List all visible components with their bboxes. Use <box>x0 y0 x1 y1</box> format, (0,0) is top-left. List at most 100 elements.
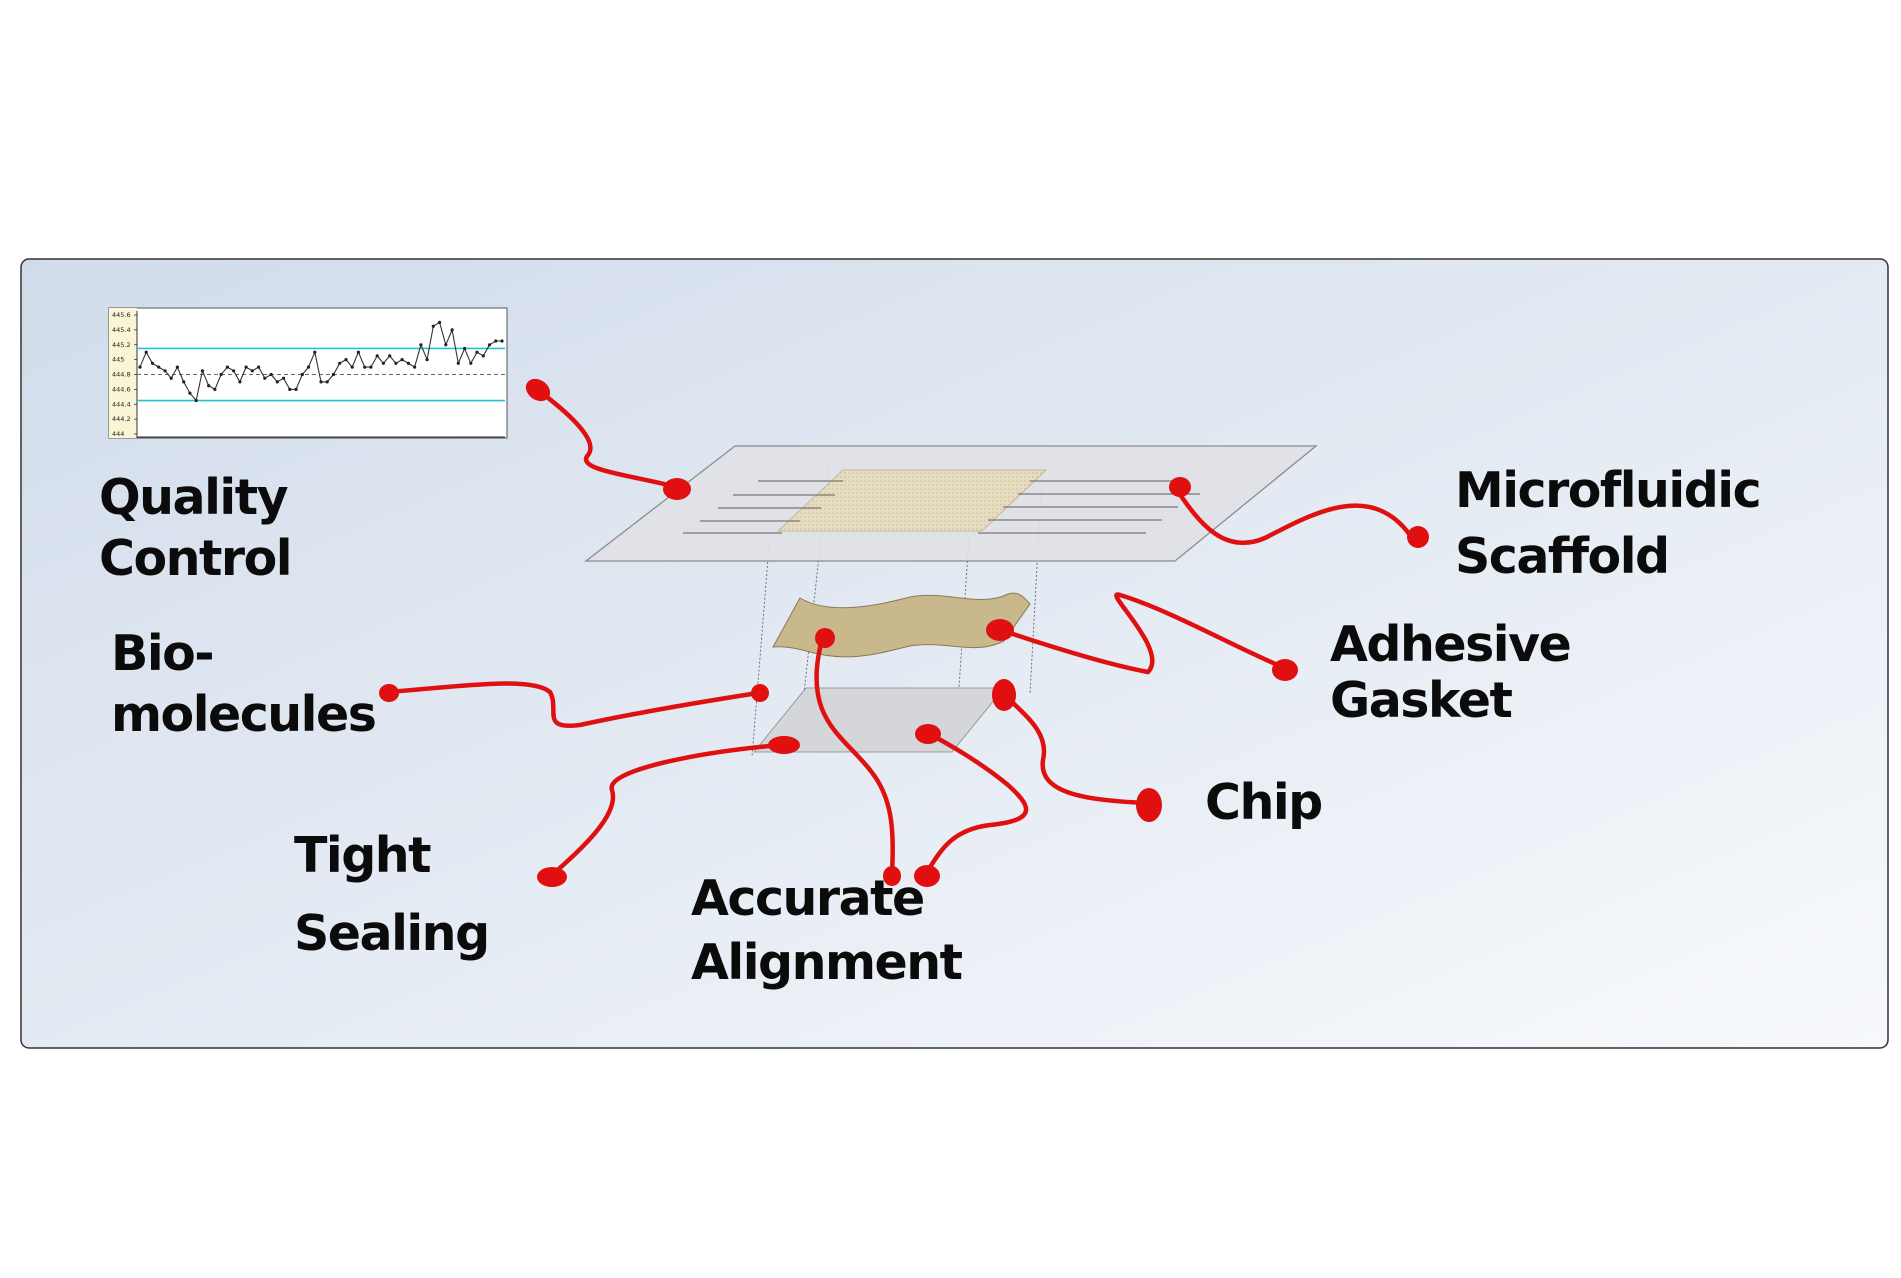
endpoint-dot <box>537 867 567 887</box>
qc-data-point <box>388 354 392 358</box>
qc-data-point <box>182 380 186 384</box>
qc-data-point <box>250 369 254 373</box>
qc-data-point <box>257 365 261 369</box>
qc-data-point <box>138 365 142 369</box>
qc-data-point <box>394 361 398 365</box>
qc-tick-label: 445.2 <box>112 341 131 349</box>
qc-data-point <box>500 339 504 343</box>
qc-data-point <box>275 380 279 384</box>
endpoint-dot <box>525 378 551 402</box>
qc-data-point <box>294 387 298 391</box>
qc-data-point <box>213 387 217 391</box>
qc-data-point <box>400 358 404 362</box>
label-line: Bio- <box>111 625 215 682</box>
endpoint-dot <box>986 619 1014 641</box>
endpoint-dot <box>1169 477 1191 497</box>
qc-data-point <box>381 361 385 365</box>
qc-data-point <box>200 369 204 373</box>
connector-accurate-alignment-gasket <box>814 633 895 878</box>
label-tight-sealing: Tight Sealing <box>294 817 490 973</box>
qc-data-point <box>469 361 473 365</box>
label-line: Tight <box>294 827 432 884</box>
qc-data-point <box>406 361 410 365</box>
endpoint-dot <box>992 679 1016 711</box>
connector-adhesive-gasket <box>992 592 1288 675</box>
qc-data-point <box>319 380 323 384</box>
qc-data-point <box>269 372 273 377</box>
label-line: Adhesive <box>1330 616 1572 673</box>
qc-data-point <box>313 350 317 354</box>
qc-tick-label: 445 <box>112 356 124 364</box>
connector-quality-control <box>532 385 675 489</box>
qc-tick-label: 444.4 <box>112 400 131 408</box>
connectors <box>383 385 1413 878</box>
qc-data-point <box>338 361 342 365</box>
guide-line <box>751 545 770 758</box>
label-line: Accurate <box>691 870 925 927</box>
qc-tick-label: 444.6 <box>112 385 131 393</box>
qc-chart-ticks: 445.6445.4445.2445444.8444.6444.4444.244… <box>112 311 137 438</box>
scaffold-channel-area <box>776 469 1047 532</box>
qc-data-point <box>219 372 223 377</box>
qc-data-point <box>413 365 417 369</box>
qc-data-point <box>232 369 236 373</box>
connector-microfluidic-scaffold <box>1172 484 1413 546</box>
connector-biomolecules <box>383 681 761 729</box>
qc-data-point <box>475 350 479 354</box>
label-adhesive-gasket: Adhesive Gasket <box>1330 616 1572 729</box>
qc-data-point <box>481 354 485 358</box>
qc-data-point <box>438 320 442 324</box>
qc-data-point <box>144 350 148 354</box>
qc-data-point <box>263 376 267 380</box>
qc-data-point <box>207 384 211 388</box>
qc-data-point <box>419 343 423 347</box>
qc-data-point <box>444 343 448 347</box>
label-line: Control <box>99 530 293 587</box>
label-line: Alignment <box>691 934 963 991</box>
connector-chip <box>997 687 1148 806</box>
qc-data-point <box>331 372 336 377</box>
label-biomolecules: Bio- molecules <box>111 623 377 745</box>
connector-tight-sealing <box>549 742 783 878</box>
qc-tick-label: 445.6 <box>112 311 131 319</box>
qc-data-point <box>244 365 248 369</box>
qc-data-point <box>188 391 192 395</box>
qc-data-point <box>163 369 167 373</box>
endpoint-dot <box>914 865 940 887</box>
label-line: molecules <box>111 686 377 743</box>
endpoint-dot <box>379 684 399 702</box>
endpoint-dot <box>751 684 769 702</box>
qc-data-point <box>194 398 198 403</box>
qc-tick-label: 444 <box>112 430 124 438</box>
qc-data-point <box>375 354 379 358</box>
endpoint-dot <box>883 866 901 886</box>
endpoint-dot <box>1136 788 1162 822</box>
qc-data-point <box>325 380 329 384</box>
endpoint-dot <box>663 478 691 500</box>
connector-endpoints <box>379 378 1429 887</box>
qc-tick-label: 445.4 <box>112 326 131 334</box>
endpoint-dot <box>1272 659 1298 681</box>
qc-data-point <box>225 365 229 369</box>
qc-data-point <box>288 387 292 391</box>
label-microfluidic-scaffold: Microfluidic Scaffold <box>1455 458 1762 590</box>
qc-data-point <box>487 343 492 347</box>
qc-chart-axis-area <box>109 308 137 438</box>
qc-data-point <box>175 365 179 369</box>
qc-data-point <box>344 358 348 362</box>
qc-data-point <box>425 358 429 362</box>
qc-data-point <box>369 365 373 369</box>
scaffold-channel-lines <box>683 480 1200 534</box>
qc-data-point <box>463 346 467 351</box>
qc-data-point <box>456 361 460 365</box>
label-quality-control: Quality Control <box>99 467 293 589</box>
adhesive-gasket-layer <box>772 592 1031 658</box>
connector-accurate-alignment-chip <box>922 730 1029 878</box>
qc-data-point <box>282 376 286 380</box>
qc-chart-frame <box>108 307 508 439</box>
qc-tick-label: 444.8 <box>112 371 131 379</box>
label-chip: Chip <box>1205 772 1323 833</box>
endpoint-dot <box>768 736 800 754</box>
